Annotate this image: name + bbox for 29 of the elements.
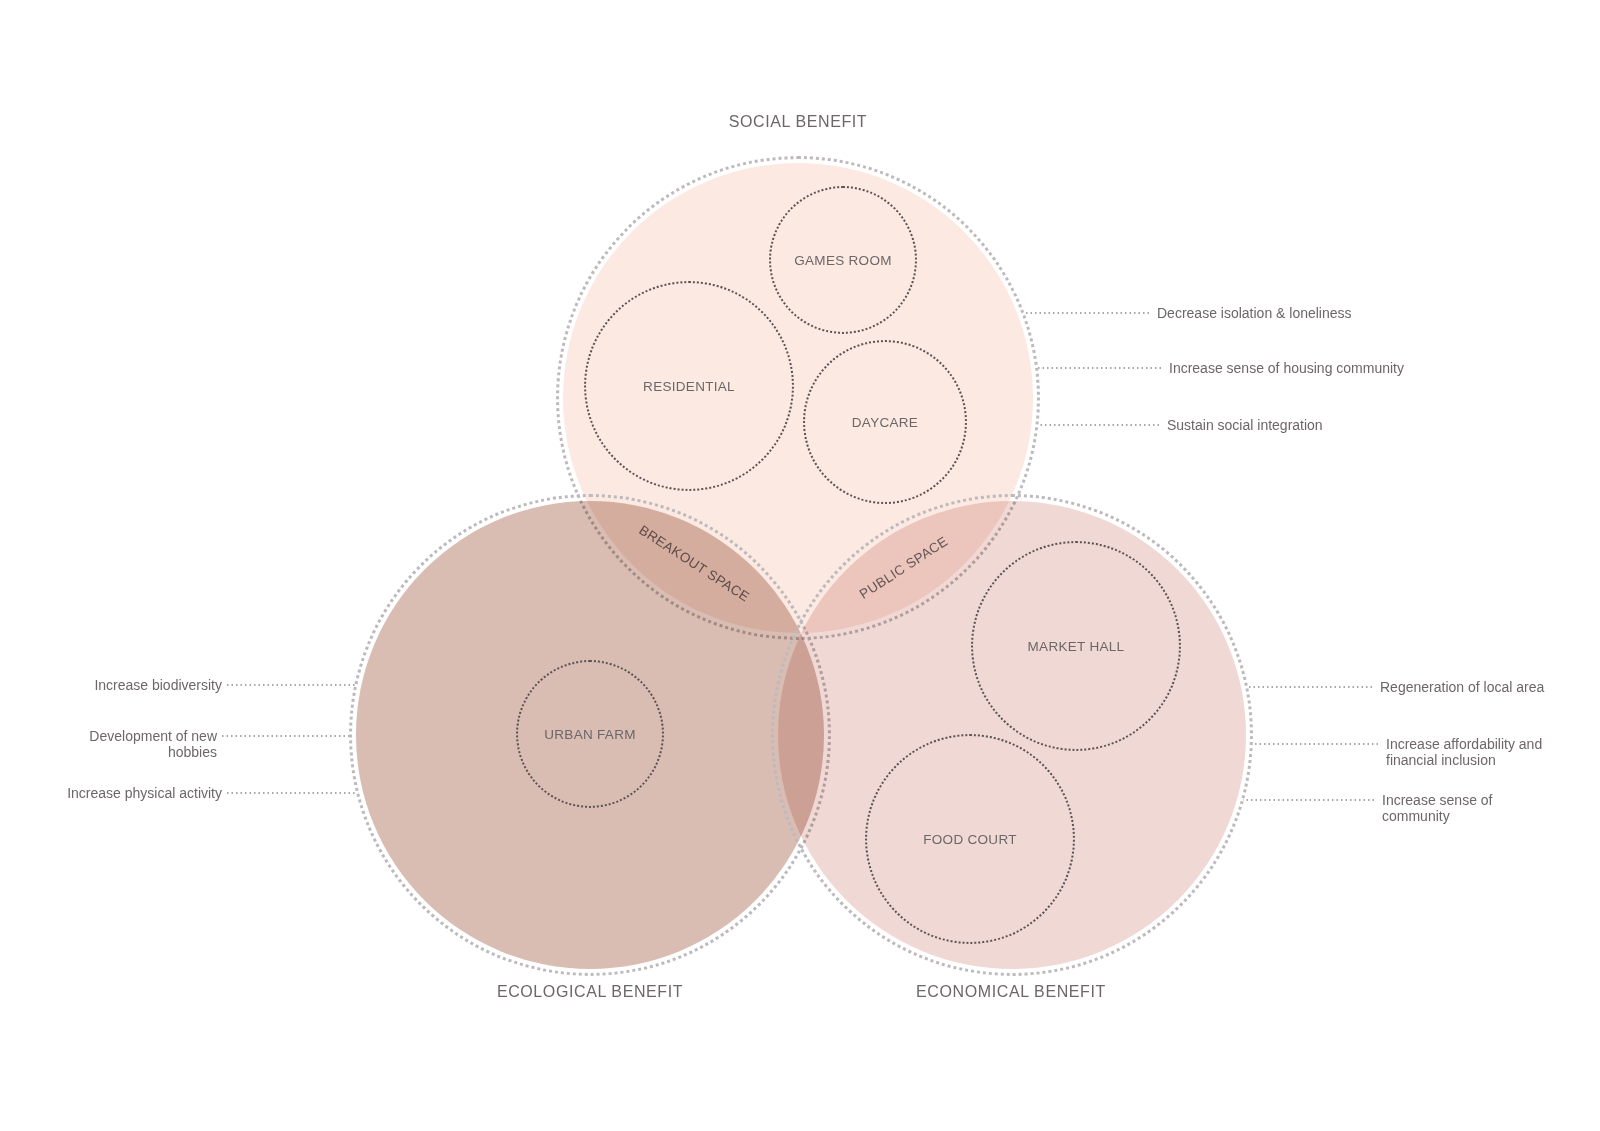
leader-line xyxy=(1036,367,1162,369)
space-label: DAYCARE xyxy=(851,414,919,430)
benefit-note: Increase affordability and financial inclusion xyxy=(1386,736,1576,768)
space-circle xyxy=(971,541,1181,751)
leader-line xyxy=(1242,799,1375,801)
circle-heading: SOCIAL BENEFIT xyxy=(728,112,868,132)
benefit-note: Development of new hobbies xyxy=(77,728,217,760)
space-circle xyxy=(516,660,664,808)
benefit-note: Increase sense of housing community xyxy=(1169,360,1449,376)
leader-line xyxy=(221,735,351,737)
benefit-note: Regeneration of local area xyxy=(1380,679,1580,695)
benefit-note: Increase biodiversity xyxy=(32,677,222,693)
space-circle xyxy=(865,734,1075,944)
circle-heading: ECOLOGICAL BENEFIT xyxy=(496,982,684,1002)
space-label: MARKET HALL xyxy=(1027,638,1125,654)
benefit-note: Increase sense of community xyxy=(1382,792,1512,824)
space-circle xyxy=(803,340,967,504)
benefit-note: Sustain social integration xyxy=(1167,417,1387,433)
space-label: GAMES ROOM xyxy=(794,252,892,268)
circle-heading: ECONOMICAL BENEFIT xyxy=(916,982,1106,1002)
space-circle xyxy=(584,281,794,491)
space-label: FOOD COURT xyxy=(923,831,1017,847)
space-label: URBAN FARM xyxy=(544,726,636,742)
benefit-note: Increase physical activity xyxy=(32,785,222,801)
leader-line xyxy=(1246,686,1373,688)
space-circle xyxy=(769,186,917,334)
leader-line xyxy=(226,684,357,686)
benefit-note: Decrease isolation & loneliness xyxy=(1157,305,1417,321)
space-label: RESIDENTIAL xyxy=(643,378,735,394)
